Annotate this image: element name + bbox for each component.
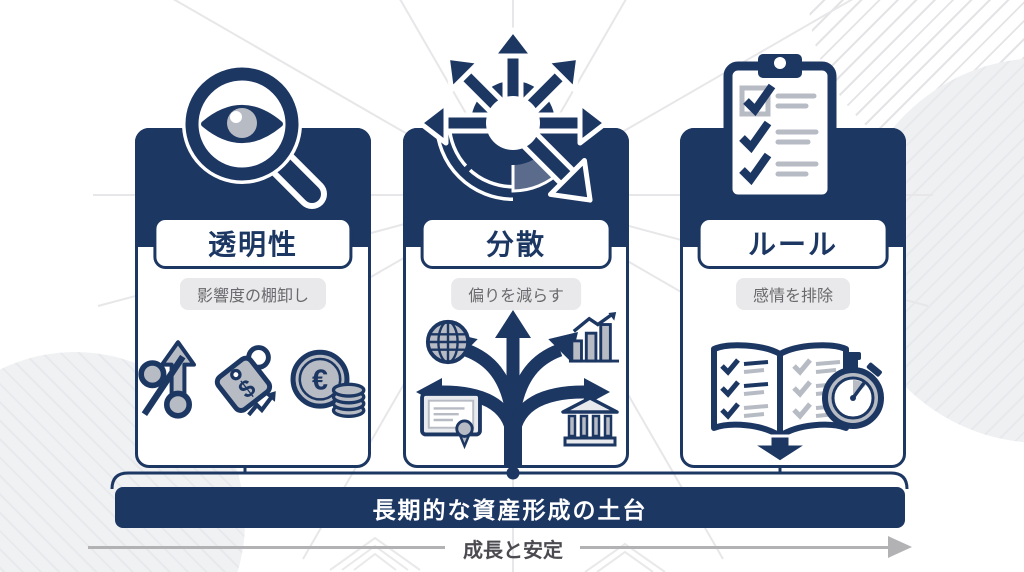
pillar2-title: 分散	[420, 217, 612, 269]
certificate-icon	[420, 392, 482, 450]
magnifier-eye-icon	[182, 64, 327, 209]
junction-dot	[506, 466, 520, 480]
pillar1-title: 透明性	[153, 217, 353, 269]
stopwatch-icon	[822, 352, 884, 429]
price-tag-icon: $	[214, 345, 276, 417]
checklist-book-icon	[711, 342, 849, 464]
axis-line-left	[88, 546, 445, 549]
foundation-banner: 長期的な資産形成の土台	[115, 487, 905, 528]
svg-text:€: €	[312, 364, 328, 396]
euro-coins-icon: €	[290, 349, 366, 418]
globe-icon	[425, 319, 471, 365]
percent-growth-icon	[138, 340, 196, 419]
pillar1-icon-row: $ €	[138, 339, 368, 419]
pillar2-subtitle: 偏りを減らす	[451, 278, 581, 310]
spread-arrows-icon	[417, 27, 609, 203]
pillar3-title: ルール	[697, 217, 889, 269]
down-arrow-icon	[746, 434, 814, 464]
clipboard-checklist-icon	[723, 54, 837, 204]
axis-label: 成長と安定	[463, 540, 563, 562]
axis-arrowhead-icon	[888, 536, 912, 558]
pillar1-subtitle: 影響度の棚卸し	[179, 278, 327, 310]
bar-chart-icon	[568, 312, 620, 363]
pillar3-subtitle: 感情を排除	[735, 278, 851, 310]
bank-icon	[561, 396, 619, 447]
axis-line-right	[580, 546, 888, 549]
